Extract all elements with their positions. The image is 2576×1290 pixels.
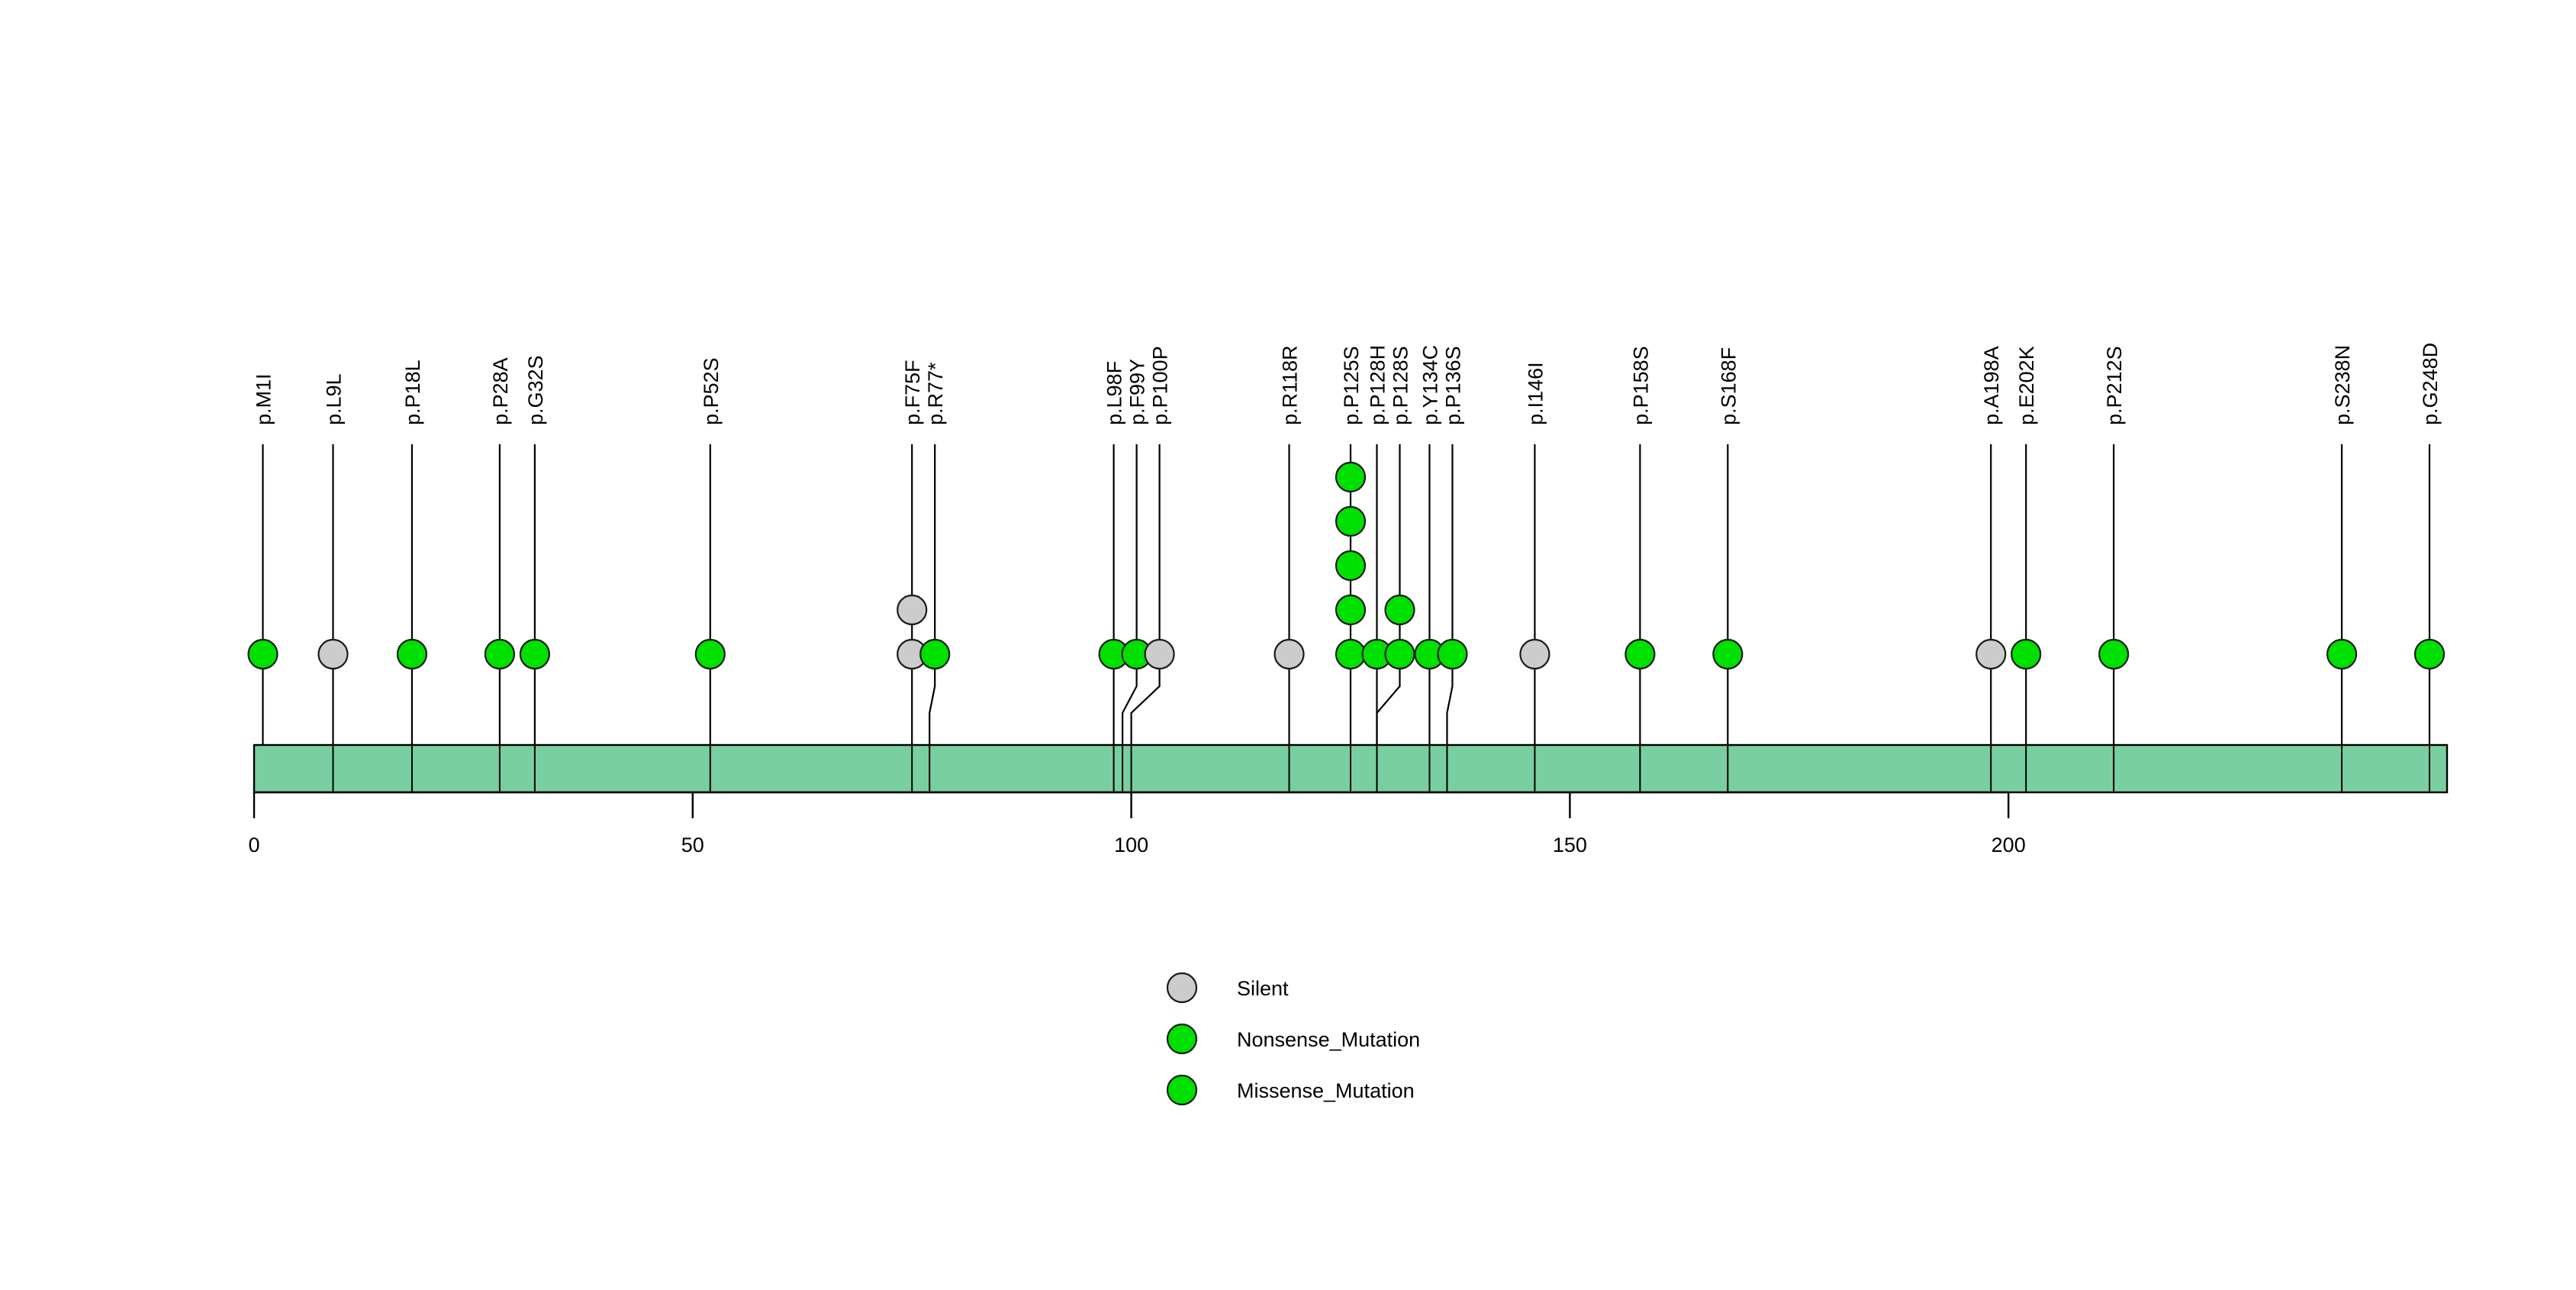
lollipop-marker[interactable] [1335, 550, 1367, 582]
x-axis-tick-label: 100 [1114, 834, 1148, 856]
lollipop-marker[interactable] [1712, 638, 1744, 670]
lollipop-marker[interactable] [919, 638, 951, 670]
lollipop-stem [1130, 444, 1161, 745]
mutation-label: p.A198A [1980, 346, 2003, 425]
mutation-label: p.F99Y [1126, 359, 1149, 425]
legend-label: Silent [1237, 977, 1289, 1000]
lollipop-marker[interactable] [247, 638, 279, 670]
lollipop-marker[interactable] [1274, 638, 1305, 670]
mutation-label: p.G32S [524, 355, 547, 425]
lollipop-stem [1446, 444, 1454, 745]
lollipop-stem [929, 444, 936, 745]
mutation-label: p.S238N [2331, 345, 2354, 425]
lollipop-marker[interactable] [1335, 461, 1367, 493]
mutation-label: p.P136S [1441, 346, 1464, 425]
legend-label: Nonsense_Mutation [1237, 1028, 1420, 1051]
lollipop-marker[interactable] [1384, 594, 1415, 626]
mutation-label: p.P28A [489, 357, 512, 425]
mutation-label: p.M1I [252, 373, 275, 425]
legend-swatch [1166, 1074, 1198, 1106]
lollipop-marker[interactable] [396, 638, 428, 670]
mutation-label: p.P18L [401, 360, 424, 425]
mutation-label: p.I146I [1524, 362, 1547, 425]
mutation-label-layer: p.M1I p.L9L p.P18L p.P28A p.G32S p.P52S p.F75F… [252, 343, 2442, 425]
mutation-label: p.P212S [2103, 346, 2126, 425]
x-axis-layer: 0 50 100 150 200 [248, 791, 2026, 856]
mutation-label: p.R118R [1279, 345, 1302, 425]
mutation-label: p.E202K [2015, 346, 2038, 425]
lollipop-marker[interactable] [519, 638, 550, 670]
lollipop-marker[interactable] [694, 638, 726, 670]
lollipop-marker[interactable] [2011, 638, 2042, 670]
lollipop-marker[interactable] [2098, 638, 2130, 670]
lollipop-marker[interactable] [1519, 638, 1550, 670]
lollipop-marker[interactable] [1335, 505, 1367, 537]
x-axis-tick-label: 150 [1553, 834, 1587, 856]
legend-swatch [1166, 972, 1198, 1004]
mutation-label: p.S168F [1717, 347, 1740, 425]
mutation-label: p.P100P [1149, 346, 1172, 425]
lollipop-marker[interactable] [1975, 638, 2007, 670]
x-axis-tick-label: 50 [681, 834, 704, 856]
protein-bar-layer [253, 743, 2449, 794]
lollipop-marker[interactable] [1144, 638, 1175, 670]
mutation-label: p.P128H [1366, 345, 1389, 425]
lollipop-stem [1376, 444, 1401, 745]
mutation-label: p.L98F [1103, 361, 1126, 425]
x-axis-tick-label: 200 [1992, 834, 2026, 856]
mutation-label: p.P128S [1389, 346, 1412, 425]
lollipop-marker[interactable] [2326, 638, 2358, 670]
mutation-label: p.P52S [700, 357, 723, 425]
lollipop-marker[interactable] [1624, 638, 1656, 670]
legend-swatch [1166, 1023, 1198, 1055]
mutation-label: p.P158S [1629, 346, 1652, 425]
lollipop-stem [1122, 444, 1138, 745]
mutation-label: p.R77* [924, 362, 947, 425]
lollipop-marker[interactable] [1335, 638, 1367, 670]
lollipop-marker[interactable] [1384, 638, 1415, 670]
lollipop-marker[interactable] [484, 638, 515, 670]
lollipop-marker[interactable] [1335, 594, 1367, 626]
mutation-label: p.L9L [322, 373, 345, 425]
mutation-label: p.P125S [1340, 346, 1363, 425]
mutation-label: p.G248D [2419, 343, 2442, 425]
lollipop-layer [247, 461, 2446, 670]
mutation-label: p.Y134C [1418, 345, 1441, 425]
lollipop-marker[interactable] [897, 594, 928, 626]
lollipop-marker[interactable] [2413, 638, 2446, 670]
mutation-label: p.F75F [901, 360, 924, 425]
lollipop-marker[interactable] [1437, 638, 1468, 670]
lollipop-marker[interactable] [317, 638, 349, 670]
stem-layer [262, 444, 2431, 745]
legend-label: Missense_Mutation [1237, 1079, 1415, 1102]
x-axis-tick-label: 0 [248, 834, 259, 856]
